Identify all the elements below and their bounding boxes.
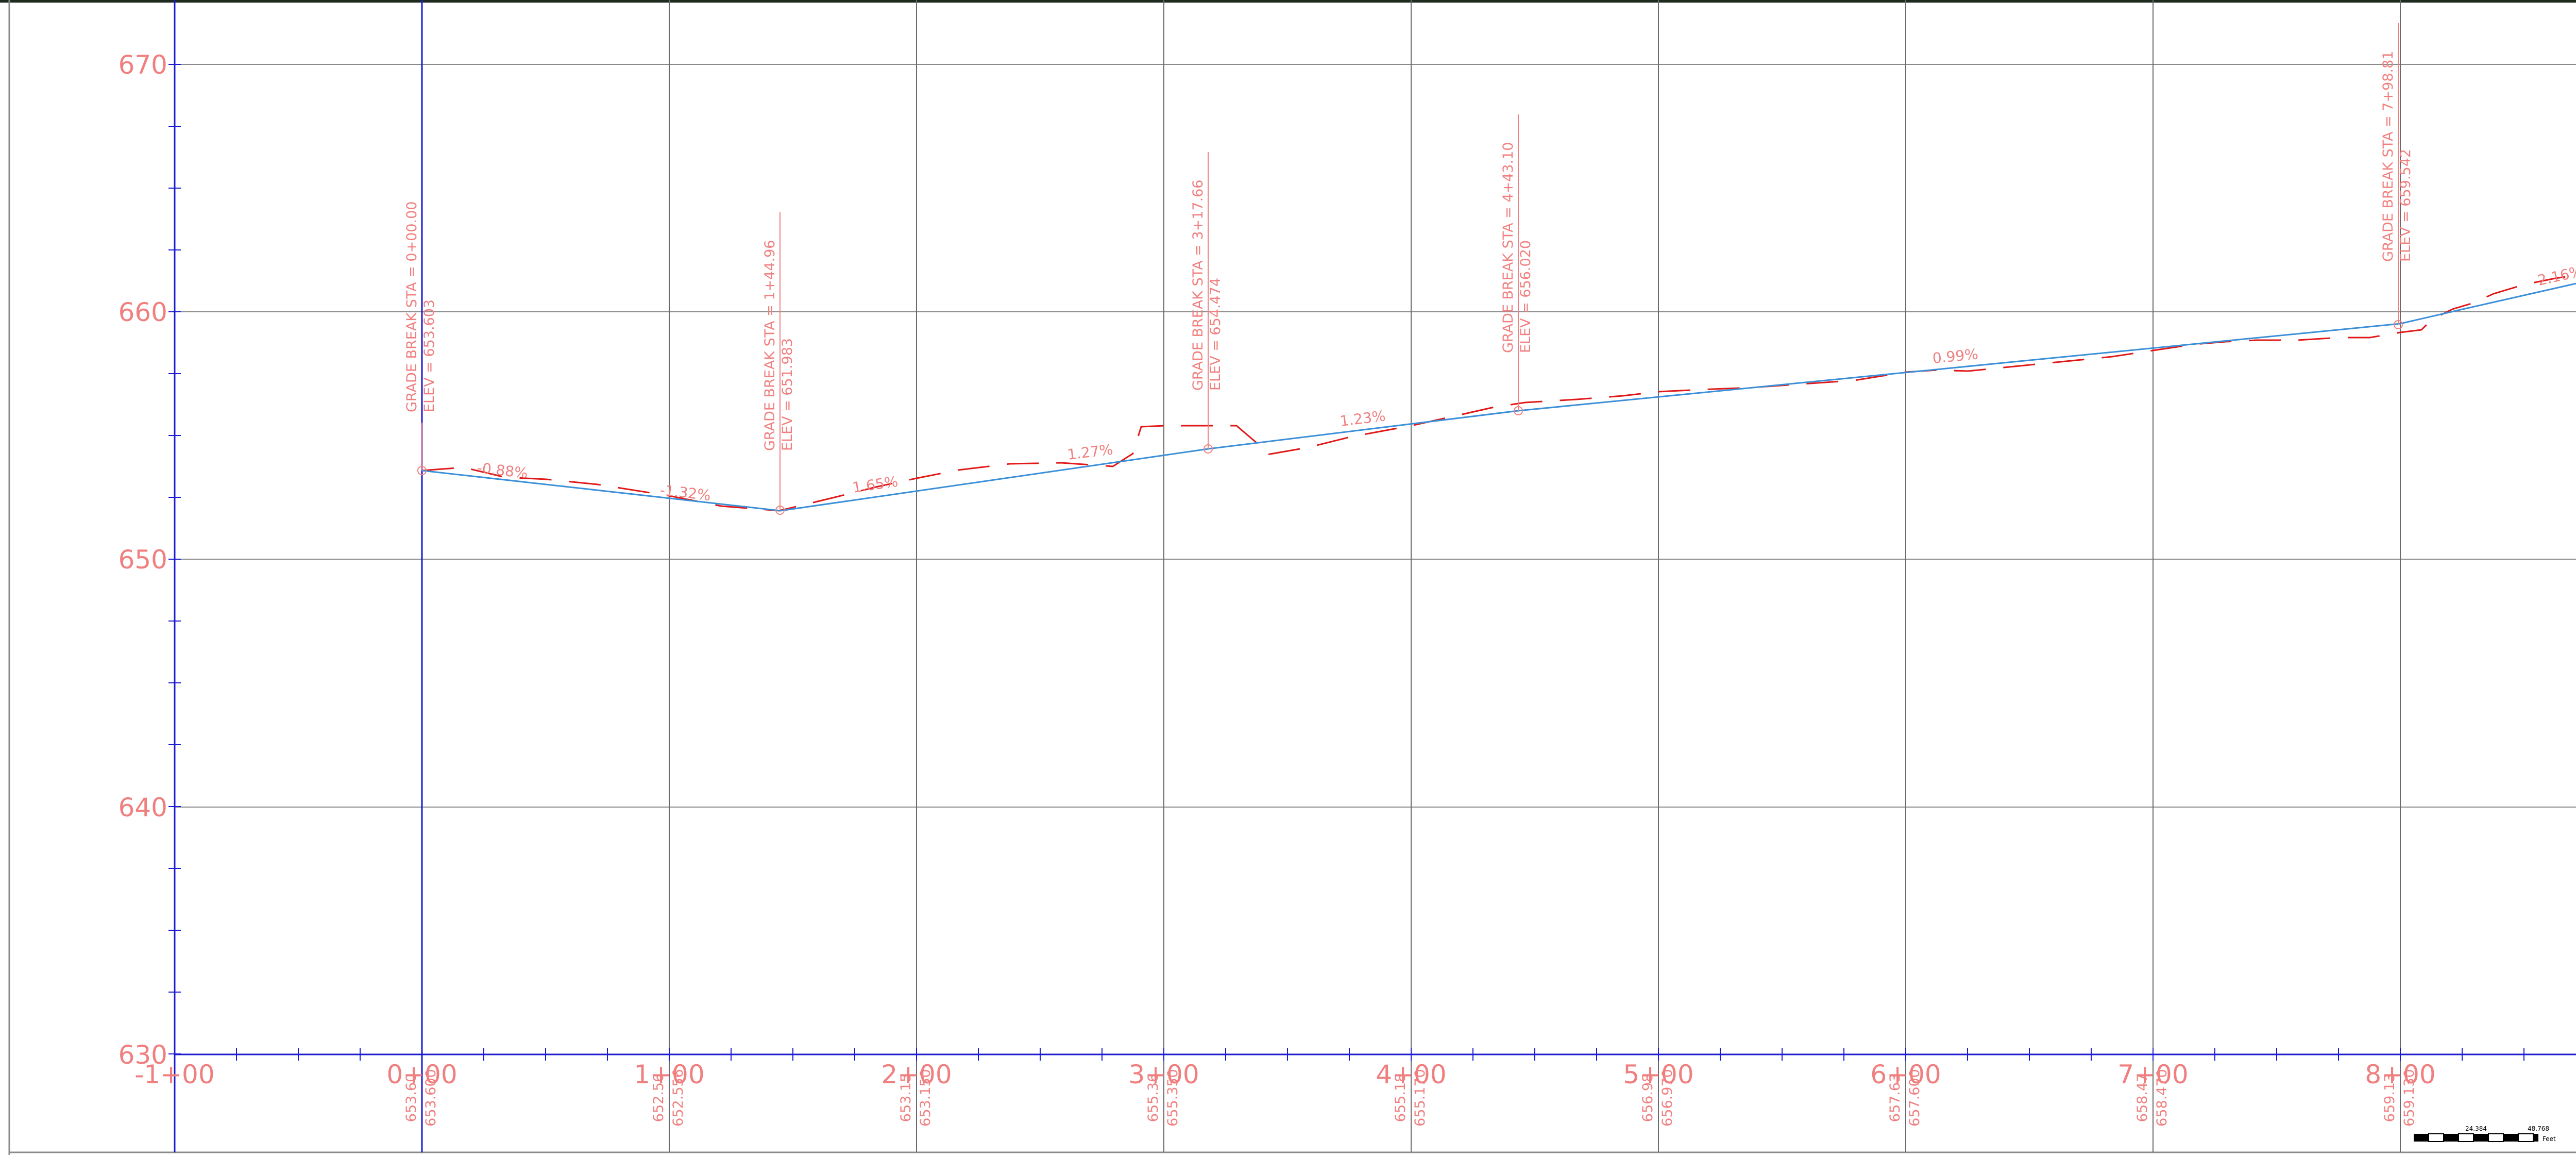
scale-bar-seg-8 [2533,1134,2538,1142]
elevation-pair-2: 653.15 653.150 [898,1069,934,1127]
station-label-1: 1+00 [634,1060,704,1089]
elevation-pair-1: 652.56 652.556 [651,1069,686,1127]
station-label-5: 5+00 [1623,1060,1693,1089]
scale-bar-unit-label: Feet [2543,1135,2556,1143]
grade-break-elevation-label: ELEV = 653.603 [421,299,437,412]
scale-bar-seg-6 [2503,1134,2518,1142]
scale-bar-seg-0 [2414,1134,2429,1142]
grade-break-station-label: GRADE BREAK STA = 0+00.00 [404,202,420,412]
grade-break-elevation-label: ELEV = 654.474 [1208,278,1224,391]
proposed-elevation-label: 659.130 [2401,1069,2417,1127]
proposed-elevation-label: 653.600 [423,1069,439,1127]
existing-elevation-label: 655.36 [1145,1074,1161,1122]
existing-elevation-label: 658.47 [2134,1074,2150,1122]
grade-break-4: GRADE BREAK STA = 7+98.81 ELEV = 659.542 [2380,23,2414,329]
scale-bar-seg-4 [2473,1134,2488,1142]
scale-bar-mid-label: 24.384 [2465,1125,2487,1132]
grade-break-1: GRADE BREAK STA = 1+44.96 ELEV = 651.983 [762,212,795,515]
proposed-elevation-label: 655.350 [1165,1069,1181,1127]
existing-elevation-label: 653.60 [403,1074,419,1122]
station-label-7: 7+00 [2117,1060,2188,1089]
grade-break-elevation-label: ELEV = 651.983 [779,338,795,451]
grade-break-elevation-label: ELEV = 656.020 [1518,240,1534,353]
grade-break-marker [775,506,785,515]
elevation-pair-4: 655.18 655.170 [1393,1069,1428,1127]
proposed-elevation-label: 655.170 [1412,1069,1428,1127]
existing-elevation-label: 657.63 [1887,1074,1903,1122]
grade-break-station-label: GRADE BREAK STA = 7+98.81 [2380,51,2396,262]
station-label-0: 0+00 [386,1060,457,1089]
grade-break-marker [2394,320,2403,329]
top-view-strip [0,0,2576,3]
scale-bar-end-label: 48.768 [2528,1125,2549,1132]
grade-break-station-label: GRADE BREAK STA = 4+43.10 [1500,142,1516,353]
station-label-4: 4+00 [1376,1060,1446,1089]
elevation-pair-5: 656.98 656.970 [1640,1069,1675,1127]
y-label-630: 630 [118,1040,167,1070]
existing-elevation-label: 653.15 [898,1074,914,1122]
station-label-3: 3+00 [1128,1060,1199,1089]
grade-break-elevation-label: ELEV = 659.542 [2398,149,2414,262]
station-label-2: 2+00 [881,1060,952,1089]
proposed-elevation-label: 652.556 [670,1069,686,1127]
grade-break-marker [417,466,427,475]
existing-elevation-label: 656.98 [1640,1074,1656,1122]
station-label-6: 6+00 [1870,1060,1941,1089]
grade-break-station-label: GRADE BREAK STA = 3+17.66 [1190,180,1206,391]
elevation-pair-6: 657.63 657.600 [1887,1069,1923,1127]
grade-break-0: GRADE BREAK STA = 0+00.00 ELEV = 653.603 [404,202,437,475]
scale-bar: 24.384 48.768 Feet [2414,1125,2556,1143]
elevation-pair-0: 653.60 653.600 [403,1069,439,1127]
proposed-elevation-label: 653.150 [918,1069,934,1127]
grade-break-marker [1204,444,1213,454]
station-label-minus-1: -1+00 [134,1060,214,1089]
grade-break-2: GRADE BREAK STA = 3+17.66 ELEV = 654.474 [1190,152,1224,454]
grade-break-station-label: GRADE BREAK STA = 1+44.96 [762,240,778,451]
scale-bar-seg-7 [2518,1133,2534,1142]
scale-bar-seg-1 [2428,1133,2444,1142]
scale-bar-seg-3 [2458,1133,2474,1142]
existing-elevation-label: 659.13 [2382,1074,2398,1122]
axis-ticks [168,64,2524,1061]
existing-ground-line [421,274,2576,512]
elevation-pair-8: 659.13 659.130 [2382,1069,2417,1127]
y-label-650: 650 [118,545,167,575]
scale-bar-seg-2 [2444,1134,2459,1142]
grade-break-marker [1514,406,1523,415]
grade-break-3: GRADE BREAK STA = 4+43.10 ELEV = 656.020 [1500,114,1534,415]
existing-elevation-label: 655.18 [1393,1074,1409,1122]
elevation-pair-7: 658.47 658.470 [2134,1069,2170,1127]
proposed-elevation-label: 657.600 [1907,1069,1923,1127]
y-label-640: 640 [118,793,167,823]
proposed-elevation-label: 658.470 [2154,1069,2170,1127]
station-label-8: 8+00 [2365,1060,2435,1089]
scale-bar-seg-5 [2488,1133,2504,1142]
y-label-670: 670 [118,50,167,80]
existing-elevation-label: 652.56 [651,1074,667,1122]
proposed-elevation-label: 656.970 [1659,1069,1675,1127]
y-label-660: 660 [118,297,167,327]
elevation-pair-3: 655.36 655.350 [1145,1069,1181,1127]
